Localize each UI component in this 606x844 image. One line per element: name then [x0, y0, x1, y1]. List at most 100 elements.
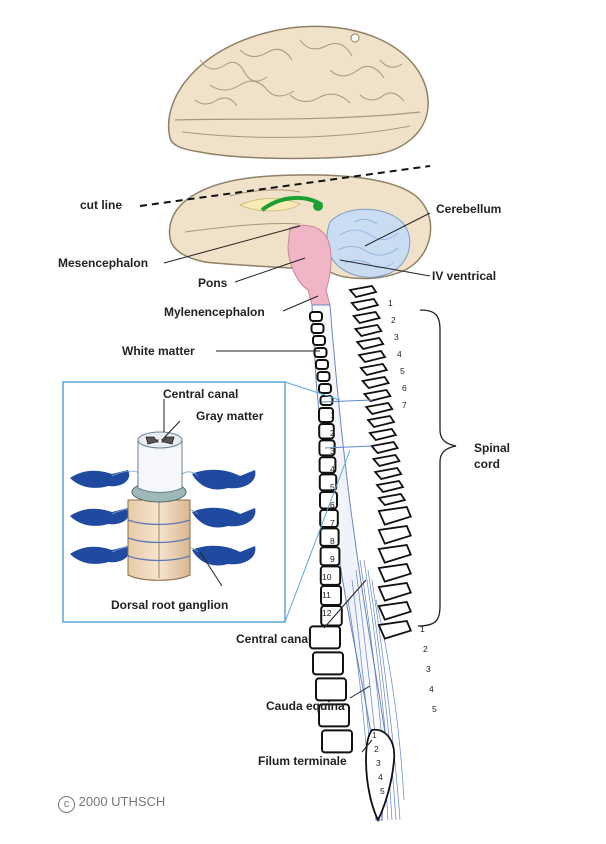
spinous-process	[351, 311, 382, 325]
label-white-matter: White matter	[122, 344, 195, 358]
vertebral-body	[315, 359, 329, 370]
vertebra-number: 2	[423, 644, 428, 654]
label-dorsal-root-ganglion: Dorsal root ganglion	[111, 598, 228, 612]
vertebra-number: 3	[376, 758, 381, 768]
vertebral-body	[312, 335, 326, 346]
copyright-text: 2000 UTHSCH	[78, 794, 166, 809]
spinous-process	[366, 415, 396, 429]
spinal-column	[309, 285, 413, 823]
vertebral-body	[319, 527, 340, 547]
vertebra-number: 6	[330, 500, 335, 510]
vertebra-number: 5	[432, 704, 437, 714]
spinous-process	[353, 324, 383, 338]
label-mylenencephalon: Mylenencephalon	[164, 305, 265, 319]
cut-line-dash	[139, 165, 431, 207]
vertebral-body	[319, 509, 339, 528]
label-cord: cord	[474, 457, 500, 471]
vertebra-number: 7	[330, 518, 335, 528]
label-cerebellum: Cerebellum	[436, 202, 501, 216]
spinous-process	[375, 480, 405, 494]
vertebral-body	[318, 423, 335, 440]
vertebral-body	[309, 311, 323, 322]
vertebra-number: 2	[391, 315, 396, 325]
inset-cross-section	[62, 381, 351, 623]
vertebral-body	[319, 546, 341, 567]
spinous-process	[377, 525, 413, 545]
label-central-canal: Central canal	[236, 632, 311, 646]
spinous-process	[368, 428, 398, 442]
spinous-process	[373, 467, 403, 481]
spinous-process	[348, 285, 378, 299]
spinous-process	[377, 493, 407, 507]
spinous-process	[371, 454, 401, 468]
brain-top-view	[167, 25, 429, 160]
spinous-process	[377, 601, 413, 621]
vertebra-number: 1	[372, 730, 377, 740]
vertebral-body	[316, 371, 331, 382]
vertebral-body	[318, 473, 338, 492]
vertebral-body	[309, 625, 341, 650]
vertebra-number: 4	[429, 684, 434, 694]
vertebral-body	[318, 703, 350, 728]
copyright: c 2000 UTHSCH	[58, 794, 165, 813]
spinous-process	[364, 402, 394, 416]
vertebra-number: 2	[374, 744, 379, 754]
label-central-canal-inset: Central canal	[163, 387, 238, 401]
vertebra-number: 6	[402, 383, 407, 393]
vertebra-number: 3	[426, 664, 431, 674]
label-gray-matter: Gray matter	[196, 409, 264, 423]
spinous-process	[377, 506, 413, 526]
label-filum-terminale: Filum terminale	[258, 754, 347, 768]
vertebral-body	[321, 729, 353, 754]
spinous-process	[369, 441, 400, 455]
vertebra-number: 7	[402, 400, 407, 410]
pons-shape	[287, 224, 332, 306]
vertebral-body	[318, 456, 337, 474]
vertebral-body	[313, 347, 328, 358]
vertebral-body	[318, 407, 334, 423]
vertebral-body	[312, 651, 344, 676]
label-iv-ventrical: IV ventrical	[432, 269, 496, 283]
label-cauda-equina: Cauda equina	[266, 699, 345, 713]
spinous-process	[357, 350, 387, 364]
vertebra-number: 1	[330, 410, 335, 420]
vertebra-number: 5	[400, 366, 405, 376]
spinous-process	[359, 363, 389, 377]
leader-lines	[161, 212, 431, 753]
vertebra-number: 1	[420, 624, 425, 634]
vertebra-number: 4	[330, 464, 335, 474]
brain-sagittal-section	[168, 174, 432, 306]
spinous-process	[377, 582, 413, 602]
spinous-process	[355, 337, 385, 351]
vertebral-body	[315, 677, 347, 702]
vertebra-number: 4	[397, 349, 402, 359]
spinous-process	[360, 376, 391, 390]
vertebra-number: 10	[322, 572, 332, 582]
vertebra-number: 3	[330, 446, 335, 456]
spinous-process	[377, 544, 413, 564]
label-spinal: Spinal	[474, 441, 510, 455]
vertebra-number: 12	[322, 608, 332, 618]
copyright-icon: c	[58, 796, 75, 813]
vertebra-number: 5	[330, 482, 335, 492]
labels: cut line Cerebellum Mesencephalon Pons I…	[58, 198, 510, 768]
sacrum	[365, 728, 396, 823]
vertebra-number: 8	[330, 536, 335, 546]
vertebral-body	[310, 323, 325, 334]
spinous-process	[350, 298, 380, 312]
cerebellum-shape	[326, 208, 411, 278]
label-pons: Pons	[198, 276, 228, 290]
vertebra-number: 11	[322, 590, 331, 600]
vertebra-number: 4	[378, 772, 383, 782]
vertebral-body	[318, 383, 332, 394]
vertebral-body	[319, 565, 342, 586]
vertebra-number: 2	[330, 428, 335, 438]
spinous-process	[377, 563, 413, 583]
label-mesencephalon: Mesencephalon	[58, 256, 148, 270]
spinous-process	[362, 389, 392, 403]
label-cut-line: cut line	[80, 198, 122, 212]
spinous-process	[377, 620, 413, 640]
vertebra-number: 3	[394, 332, 399, 342]
vertebra-number: 9	[330, 554, 335, 564]
